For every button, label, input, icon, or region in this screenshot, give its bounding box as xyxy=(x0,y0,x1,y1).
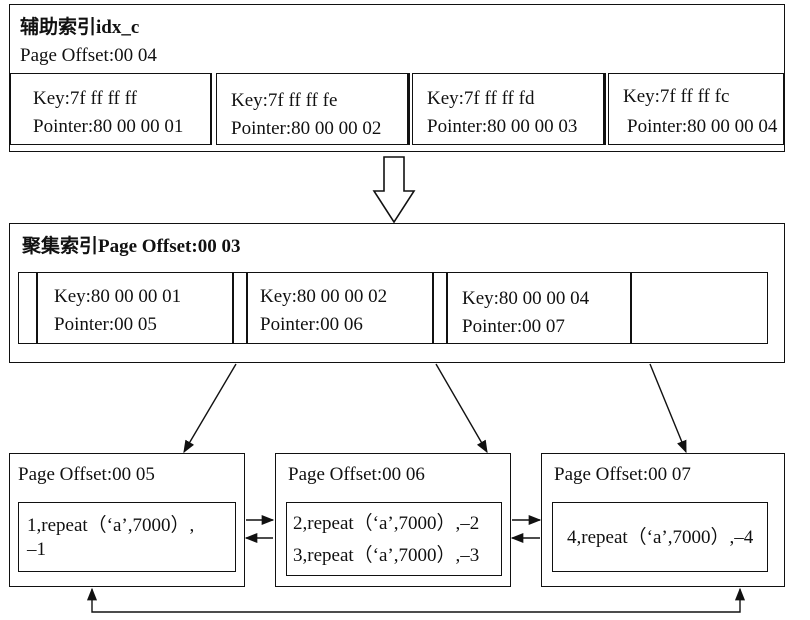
entry-pointer: Pointer:80 00 00 03 xyxy=(427,116,578,137)
entry-key: Key:80 00 00 01 xyxy=(54,286,182,307)
secondary-index-page-offset: Page Offset:00 04 xyxy=(20,45,157,66)
leaf-page-06: Page Offset:00 06 2,repeat（‘a’,7000）,–2 … xyxy=(275,453,511,587)
leaf-page-title: Page Offset:00 05 xyxy=(18,464,155,485)
cell-divider xyxy=(446,272,448,344)
down-block-arrow xyxy=(372,156,416,224)
secondary-index-title: 辅助索引idx_c xyxy=(20,17,140,38)
cell-divider xyxy=(408,73,410,145)
entry-pointer: Pointer:80 00 00 02 xyxy=(231,118,382,139)
secondary-entry: Key:7f ff ff fd Pointer:80 00 00 03 xyxy=(412,73,604,145)
leaf-page-title: Page Offset:00 07 xyxy=(554,464,691,485)
record-row: 2,repeat（‘a’,7000）,–2 xyxy=(293,513,480,534)
leaf-records: 4,repeat（‘a’,7000）,–4 xyxy=(552,502,768,572)
leaf-page-05: Page Offset:00 05 1,repeat（‘a’,7000）, –1 xyxy=(9,453,245,587)
cell-divider xyxy=(232,272,234,344)
leaf-page-07: Page Offset:00 07 4,repeat（‘a’,7000）,–4 xyxy=(541,453,785,587)
entry-key: Key:7f ff ff fd xyxy=(427,88,535,109)
clustered-index-page: 聚集索引Page Offset:00 03 Key:80 00 00 01 Po… xyxy=(9,223,785,363)
link-07-to-05-bottom xyxy=(86,587,746,613)
secondary-entry: Key:7f ff ff fe Pointer:80 00 00 02 xyxy=(216,73,408,145)
entry-pointer: Pointer:00 07 xyxy=(462,316,565,337)
entry-key: Key:80 00 00 04 xyxy=(462,288,590,309)
clustered-entry-strip xyxy=(18,272,768,344)
cell-divider xyxy=(210,73,212,145)
cell-divider xyxy=(630,272,632,344)
entry-pointer: Pointer:00 06 xyxy=(260,314,363,335)
record-row: –1 xyxy=(27,539,46,560)
cell-divider xyxy=(246,272,248,344)
entry-key: Key:7f ff ff fc xyxy=(623,86,730,107)
arrow-to-page-05 xyxy=(183,363,237,454)
cell-divider xyxy=(604,73,606,145)
clustered-index-title: 聚集索引Page Offset:00 03 xyxy=(22,236,241,257)
record-row: 1,repeat（‘a’,7000）, xyxy=(27,515,195,536)
leaf-page-title: Page Offset:00 06 xyxy=(288,464,425,485)
entry-pointer: Pointer:80 00 00 01 xyxy=(33,116,184,137)
secondary-index-page: 辅助索引idx_c Page Offset:00 04 Key:7f ff ff… xyxy=(9,4,785,152)
leaf-records: 1,repeat（‘a’,7000）, –1 xyxy=(18,502,236,572)
entry-key: Key:7f ff ff ff xyxy=(33,88,137,109)
cell-divider xyxy=(36,272,38,344)
entry-key: Key:80 00 00 02 xyxy=(260,286,388,307)
leaf-records: 2,repeat（‘a’,7000）,–2 3,repeat（‘a’,7000）… xyxy=(286,502,502,576)
arrow-to-page-07 xyxy=(649,363,687,454)
entry-key: Key:7f ff ff fe xyxy=(231,90,338,111)
entry-pointer: Pointer:80 00 00 04 xyxy=(627,116,778,137)
record-row: 4,repeat（‘a’,7000）,–4 xyxy=(567,527,754,548)
entry-pointer: Pointer:00 05 xyxy=(54,314,157,335)
cell-divider xyxy=(432,272,434,344)
arrow-to-page-06 xyxy=(435,363,488,454)
record-row: 3,repeat（‘a’,7000）,–3 xyxy=(293,545,480,566)
secondary-entry: Key:7f ff ff fc Pointer:80 00 00 04 xyxy=(608,73,784,145)
